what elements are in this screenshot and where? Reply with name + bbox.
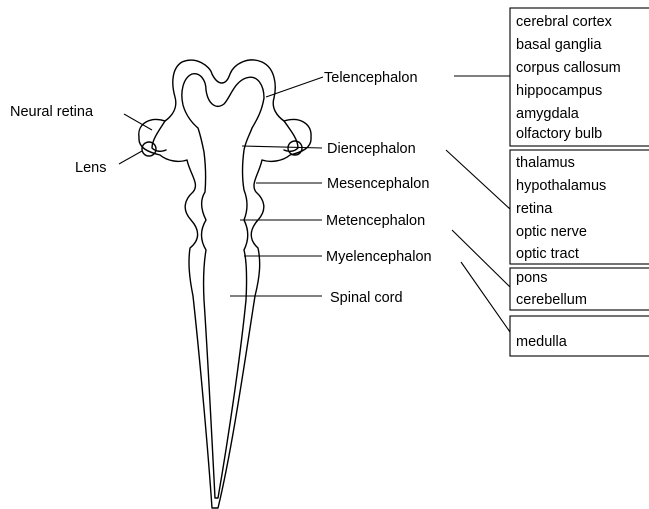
neural-tube-drawing: [139, 60, 311, 508]
neural-tube-outer-wall: [139, 60, 311, 508]
derivative-item: retina: [516, 201, 553, 217]
myelencephalon-box-connector: [461, 262, 510, 332]
lens-leader: [119, 151, 142, 164]
derivative-item: amygdala: [516, 106, 580, 122]
derivative-item: cerebellum: [516, 292, 587, 308]
myelencephalon-derivatives-box: medulla: [510, 316, 649, 356]
lens-label: Lens: [75, 160, 106, 176]
metencephalon-box-connector: [452, 230, 510, 287]
derivative-item: basal ganglia: [516, 37, 602, 53]
derivative-item: hippocampus: [516, 83, 602, 99]
metencephalon-derivatives-box: pons cerebellum: [510, 268, 649, 310]
telencephalon-derivatives-box: cerebral cortex basal ganglia corpus cal…: [510, 8, 649, 146]
neural-retina-leader: [124, 114, 152, 130]
diencephalon-box-connector: [446, 150, 510, 209]
telencephalon-label: Telencephalon: [324, 70, 418, 86]
neural-retina-label: Neural retina: [10, 104, 94, 120]
metencephalon-label: Metencephalon: [326, 213, 425, 229]
derivative-item: cerebral cortex: [516, 14, 613, 30]
left-optic-cup: [152, 121, 166, 151]
derivative-item: thalamus: [516, 155, 575, 171]
derivative-item: pons: [516, 270, 547, 286]
derivative-item: olfactory bulb: [516, 126, 602, 142]
derivative-item: hypothalamus: [516, 178, 606, 194]
mesencephalon-label: Mesencephalon: [327, 176, 429, 192]
neural-tube-lumen: [182, 74, 264, 498]
derivative-item: optic tract: [516, 246, 579, 262]
derivative-item: corpus callosum: [516, 60, 621, 76]
region-labels: Neural retina Lens Telencephalon Diencep…: [10, 70, 510, 332]
diencephalon-derivatives-box: thalamus hypothalamus retina optic nerve…: [510, 150, 649, 264]
diencephalon-leader: [242, 146, 322, 148]
spinal-cord-label: Spinal cord: [330, 290, 403, 306]
derivative-item: medulla: [516, 334, 568, 350]
derivative-item: optic nerve: [516, 224, 587, 240]
diencephalon-label: Diencephalon: [327, 141, 416, 157]
myelencephalon-label: Myelencephalon: [326, 249, 432, 265]
